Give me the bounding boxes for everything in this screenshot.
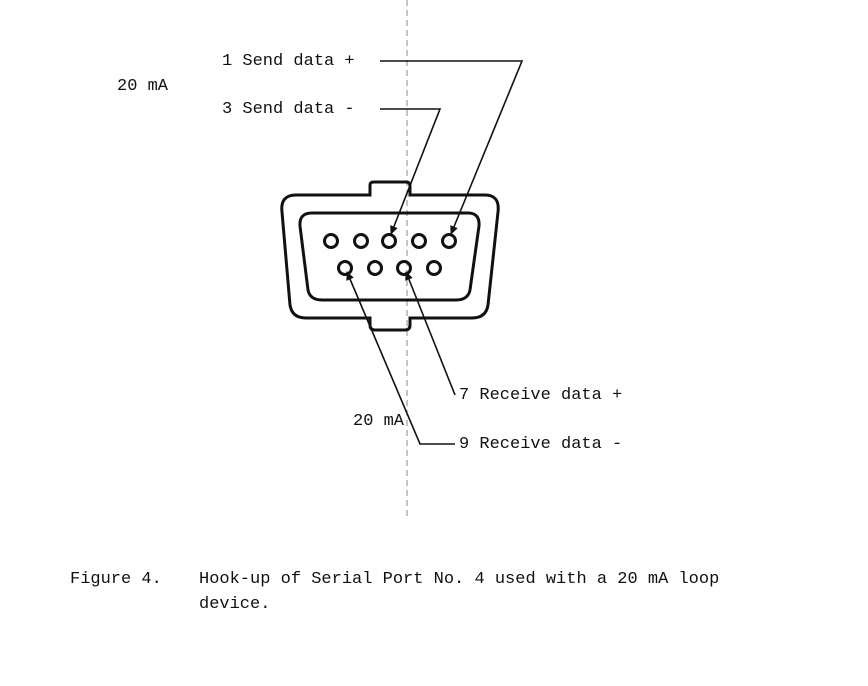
- label-current-bottom: 20 mA: [353, 412, 405, 431]
- wire-pin7: [405, 271, 456, 396]
- label-pin1: 1 Send data +: [222, 52, 355, 71]
- pin-3: [381, 233, 397, 249]
- label-pin9: 9 Receive data -: [459, 435, 623, 454]
- caption-number: Figure 4.: [70, 570, 162, 589]
- pin: [411, 233, 427, 249]
- label-pin3: 3 Send data -: [222, 100, 355, 119]
- pin: [426, 260, 442, 276]
- pin-1: [441, 233, 457, 249]
- caption-line2: device.: [199, 595, 271, 614]
- connector-outer-shell: [280, 180, 500, 332]
- connector-inner-shell: [298, 211, 481, 302]
- pins: [323, 233, 457, 276]
- wire-pin1: [380, 60, 524, 235]
- caption-line1: Hook-up of Serial Port No. 4 used with a…: [199, 570, 720, 589]
- pin: [353, 233, 369, 249]
- wire-pin3: [380, 108, 442, 235]
- wire-pin9: [346, 271, 455, 445]
- pin: [367, 260, 383, 276]
- label-pin7: 7 Receive data +: [459, 386, 623, 405]
- pin-7: [396, 260, 412, 276]
- pin-1-position: [323, 233, 339, 249]
- pin-9: [337, 260, 353, 276]
- label-current-top: 20 mA: [117, 77, 169, 96]
